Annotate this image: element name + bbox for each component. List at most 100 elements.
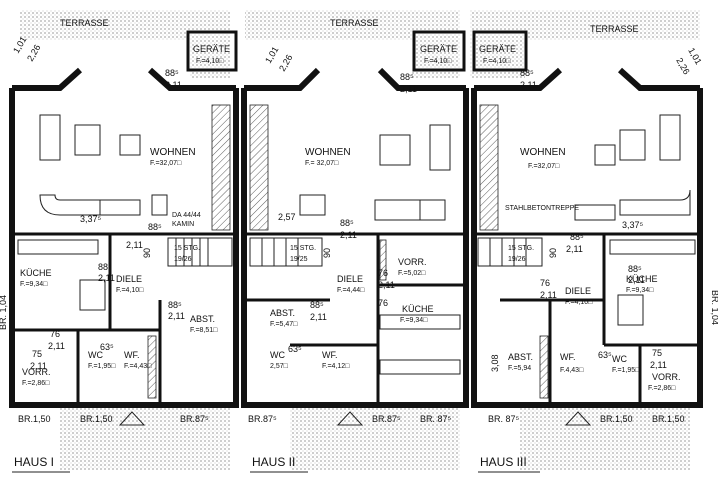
abst-label-1: ABST.: [190, 314, 215, 324]
cabinets: [147, 104, 549, 399]
wohnen-area-1: F.=32,07□: [150, 160, 182, 167]
dim-76-4: 76: [540, 278, 550, 288]
inner-walls: [12, 232, 700, 405]
dim-635-3: 63⁵: [598, 350, 612, 360]
dim-337-3: 3,37⁵: [622, 220, 644, 230]
wf-area-3: F.4,43□: [560, 367, 584, 374]
stg-label-2b: 19/25: [290, 256, 308, 263]
abst-label-3: ABST.: [508, 352, 533, 362]
dim-88-2: 88⁵: [400, 72, 414, 82]
wf-area-1: F.=4,43□: [124, 363, 152, 370]
geraete-area-1: F.=4,10□: [196, 58, 224, 65]
dim-211-6: 2,11: [126, 240, 143, 250]
dim-257-2: 2,57: [278, 212, 296, 222]
dim-211-8: 2,11: [168, 311, 185, 321]
dim-211-5: 2,11: [566, 244, 583, 254]
stg-label-3: 15 STG.: [508, 245, 534, 252]
kueche-label-1: KÜCHE: [20, 268, 52, 278]
wohnen-area-3: F.=32,07□: [528, 163, 560, 170]
furniture: [17, 114, 696, 375]
stg-label-2: 15 STG.: [290, 245, 316, 252]
br-87-3: BR.87⁵: [372, 414, 401, 424]
dim-885-3: 88⁵: [570, 232, 584, 242]
br-150-4: BR.1,50: [652, 414, 685, 424]
geraete-label-2: GERÄTE: [420, 44, 457, 54]
dim-211-13: 2,11: [378, 280, 395, 290]
geraete-label-1: GERÄTE: [193, 44, 230, 54]
br-150-1: BR.1,50: [18, 414, 51, 424]
abst-area-3: F.=5,94: [508, 365, 531, 372]
stahl-label: STAHLBETONTREPPE: [505, 205, 579, 212]
wohnen-area-2: F.= 32,07□: [305, 160, 339, 167]
diele-label-3: DIELE: [565, 286, 591, 296]
house-labels: HAUS I HAUS II HAUS III: [12, 455, 540, 473]
dim-76-2: 76: [378, 268, 388, 278]
dim-211-10: 2,11: [628, 275, 645, 285]
dim-76-3: 76: [378, 298, 388, 308]
haus-3-label: HAUS III: [480, 455, 527, 469]
br-104-left: BR. 1,04: [0, 295, 8, 330]
br-150-2: BR.1,50: [80, 414, 113, 424]
dim-75-1: 75: [32, 349, 42, 359]
terrace-label-1: TERRASSE: [60, 18, 109, 28]
wohnen-label-3: WOHNEN: [520, 147, 566, 158]
geraete-label-3: GERÄTE: [479, 44, 516, 54]
wf-label-1: WF.: [124, 350, 140, 360]
dim-885-1: 88⁵: [148, 222, 162, 232]
kueche-label-2: KÜCHE: [402, 304, 434, 314]
wc-label-3: WC: [612, 354, 627, 364]
dim-90-2: 90: [322, 248, 332, 258]
dim-211-1: 2,11: [165, 80, 182, 90]
dim-90-3: 90: [548, 248, 558, 258]
geraete-area-2: F.=4,10□: [424, 58, 452, 65]
vorr-label-3: VORR.: [652, 372, 681, 382]
diele-area-2: F.=4,44□: [337, 287, 365, 294]
stg-label-1: 15 STG.: [174, 245, 200, 252]
wc-area-3: F.=1,95□: [612, 367, 640, 374]
dim-211-15: 2,11: [650, 360, 667, 370]
kamin-label-2: KAMIN: [172, 221, 194, 228]
br-87-1: BR.87⁵: [180, 414, 209, 424]
br-87-4: BR. 87⁵: [420, 414, 452, 424]
dim-211-2: 2,11: [400, 84, 417, 94]
dim-308: 3,08: [490, 354, 500, 372]
dim-885-4: 88⁵: [98, 262, 112, 272]
vorr-area-2: F.=5,02□: [398, 270, 426, 277]
dim-635-2: 63⁵: [288, 344, 302, 354]
wohnen-label-1: WOHNEN: [150, 147, 196, 158]
br-150-3: BR.1,50: [600, 414, 633, 424]
entry-markers: [118, 411, 592, 426]
dim-885-5: 88⁵: [168, 300, 182, 310]
br-104-right: BR. 1,04: [710, 290, 718, 325]
br-87-5: BR. 87⁵: [488, 414, 520, 424]
dim-337-1: 3,37⁵: [80, 214, 102, 224]
dim-211-9: 2,11: [310, 312, 327, 322]
vorr-area-3: F.=2,86□: [648, 385, 676, 392]
wf-label-2: WF.: [322, 350, 338, 360]
dim-226-3: 2,26: [674, 56, 691, 76]
dim-635-1: 63⁵: [100, 342, 114, 352]
br-87-2: BR.87⁵: [248, 414, 277, 424]
kueche-label-3: KÜCHE: [626, 274, 658, 284]
diele-area-3: F.=4,10□: [565, 299, 593, 306]
geraete-area-3: F.=4,10□: [483, 58, 511, 65]
wf-label-3: WF.: [560, 352, 576, 362]
wc-area-1: F.=1,95□: [88, 363, 116, 370]
dim-885-6: 88⁵: [310, 300, 324, 310]
wohnen-label-2: WOHNEN: [305, 147, 351, 158]
wf-area-2: F.=4,12□: [322, 363, 350, 370]
vorr-label-1: VORR.: [22, 367, 51, 377]
diele-label-2: DIELE: [337, 274, 363, 284]
dim-211-11: 2,11: [48, 341, 65, 351]
dim-885-7: 88⁵: [628, 264, 642, 274]
wc-area-2: 2,57□: [270, 363, 289, 370]
vorr-area-1: F.=2,86□: [22, 380, 50, 387]
dim-211-12: 2,11: [30, 361, 47, 371]
vorr-label-2: VORR.: [398, 257, 427, 267]
dim-88-3: 88⁵: [520, 68, 534, 78]
kueche-area-3: F.=9,34□: [626, 287, 654, 294]
kamin-label-1: DA 44/44: [172, 212, 201, 219]
stg-label-3b: 19/26: [508, 256, 526, 263]
dim-226-1: 2,26: [25, 43, 42, 63]
